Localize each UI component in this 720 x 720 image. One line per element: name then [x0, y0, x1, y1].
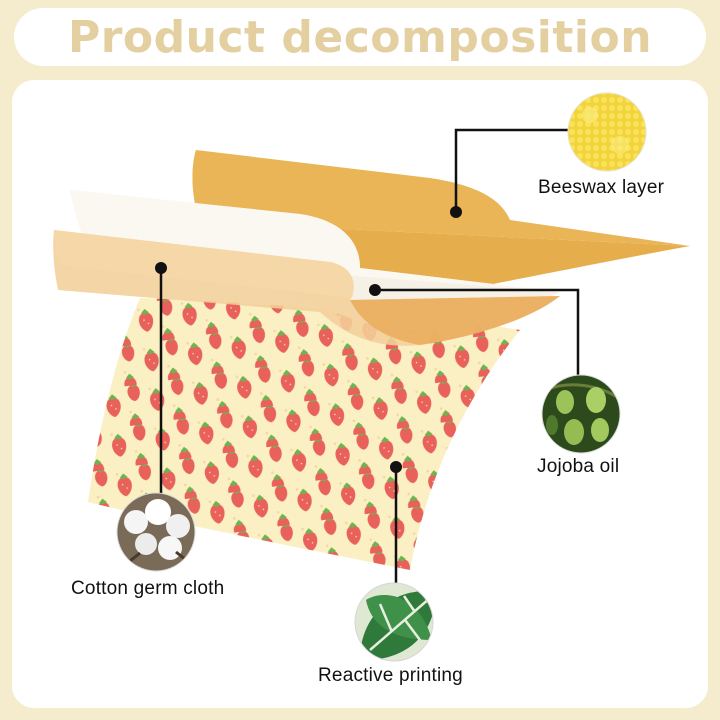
beeswax-layer-label: Beeswax layer [538, 177, 665, 198]
beeswax-callout-line [454, 128, 568, 212]
cotton-boll-icon [117, 493, 195, 571]
title-banner: Product decomposition [14, 8, 706, 66]
printing-callout-dot [390, 461, 402, 473]
cotton-fabric-sheet [88, 298, 520, 570]
beeswax-pellets-icon [568, 93, 646, 171]
callout-lines [159, 128, 580, 584]
jojoba-oil-label: Jojoba oil [537, 456, 620, 477]
beeswax-callout-dot [450, 206, 462, 218]
jojoba-fruit-icon [542, 375, 620, 453]
reactive-printing-label: Reactive printing [318, 665, 463, 686]
cotton-germ-cloth-label: Cotton germ cloth [71, 578, 225, 599]
jojoba-callout-dot [369, 284, 381, 296]
cotton-callout-dot [155, 262, 167, 274]
jojoba-callout-line [375, 288, 580, 376]
monstera-leaf-icon [355, 583, 433, 661]
page-title: Product decomposition [67, 11, 653, 63]
